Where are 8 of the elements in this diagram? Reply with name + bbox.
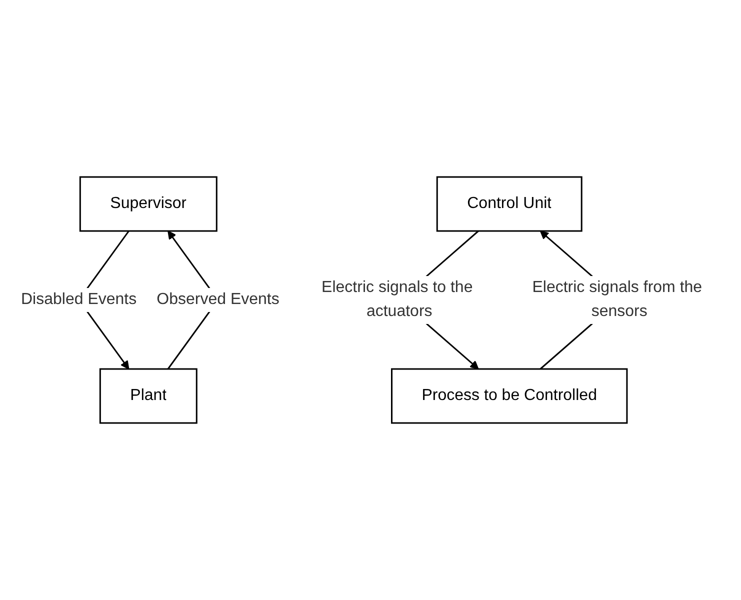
edge-label: Electric signals to the actuators: [322, 279, 474, 320]
edge-label: Electric signals from the sensors: [532, 279, 702, 320]
node-box: Control Unit: [436, 176, 583, 232]
edge-label: Disabled Events: [21, 291, 137, 308]
node-box: Process to be Controlled: [391, 368, 628, 424]
node-box: Plant: [100, 368, 198, 424]
edge-label: Observed Events: [156, 291, 280, 308]
node-box: Supervisor: [80, 176, 218, 232]
